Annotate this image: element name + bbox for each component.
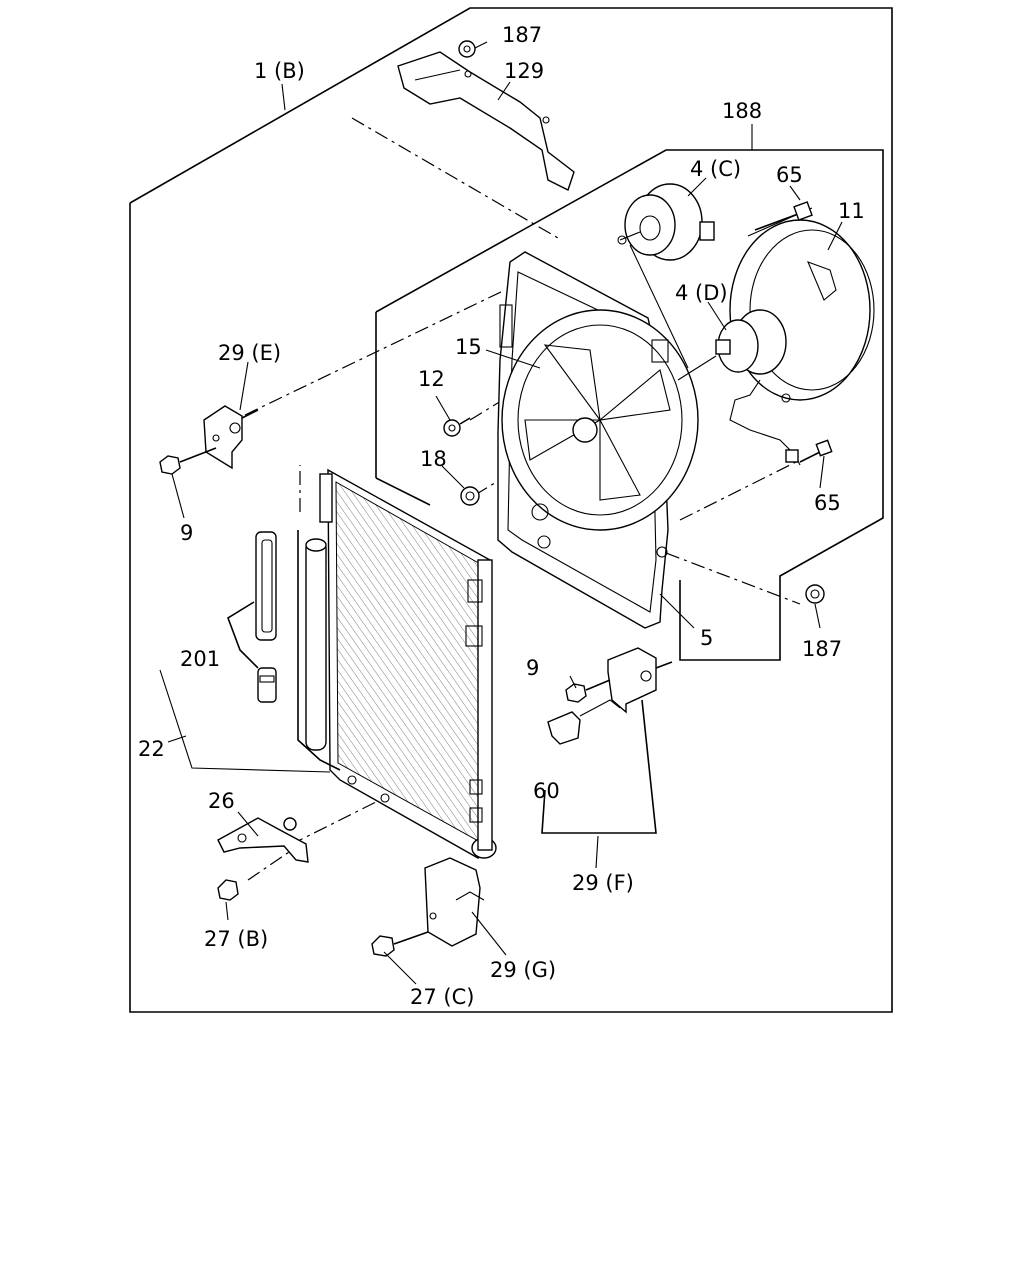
bracket-29f (607, 647, 673, 714)
callout-4c: 4 (C) (690, 157, 741, 181)
fan-motor-4d (677, 309, 801, 466)
assembly-border (129, 7, 893, 1013)
callout-29f: 29 (F) (572, 871, 634, 895)
callout-1b: 1 (B) (254, 59, 305, 83)
callout-27b: 27 (B) (204, 927, 268, 951)
callout-201: 201 (180, 647, 220, 671)
callout-27c: 27 (C) (410, 985, 474, 1009)
callout-26: 26 (208, 789, 235, 813)
callout-5: 5 (700, 626, 713, 650)
clip-60 (547, 699, 621, 745)
callout-65-mid: 65 (814, 491, 841, 515)
callout-4d: 4 (D) (675, 281, 728, 305)
fan-shroud-5 (497, 251, 699, 629)
nut-187-top (458, 40, 476, 58)
bolt-12 (443, 417, 471, 437)
bracket-29e (203, 405, 259, 470)
callout-188: 188 (722, 99, 762, 123)
callout-187-mid: 187 (802, 637, 842, 661)
bracket-29f-leader (541, 699, 657, 834)
callout-29g: 29 (G) (490, 958, 556, 982)
bolt-65-mid (799, 439, 833, 463)
callout-187-top: 187 (502, 23, 542, 47)
bracket-26 (217, 817, 309, 863)
callout-11: 11 (838, 199, 865, 223)
bolt-9-right (565, 679, 611, 703)
callout-60: 60 (533, 779, 560, 803)
callout-15: 15 (455, 335, 482, 359)
callout-65-top: 65 (776, 163, 803, 187)
condenser-22 (319, 468, 497, 859)
receiver-drier (297, 530, 341, 771)
fan-motor-4c (617, 183, 715, 369)
bolt-27c (371, 931, 429, 957)
callout-9-left: 9 (180, 521, 193, 545)
callout-29e: 29 (E) (218, 341, 281, 365)
bolt-65-top (754, 201, 813, 231)
bolt-9-left (159, 447, 217, 475)
fan-assembly-border (375, 149, 884, 661)
bolt-27b (217, 879, 239, 901)
callout-12: 12 (418, 367, 445, 391)
bracket-129 (397, 51, 575, 191)
bracket-29g (424, 857, 485, 947)
leader-lines (159, 41, 843, 985)
nut-187-mid (805, 584, 825, 604)
nut-18 (460, 486, 480, 506)
desiccant-201 (227, 531, 277, 703)
callout-18: 18 (420, 447, 447, 471)
callout-129: 129 (504, 59, 544, 83)
callout-22: 22 (138, 737, 165, 761)
callout-9-right: 9 (526, 656, 539, 680)
